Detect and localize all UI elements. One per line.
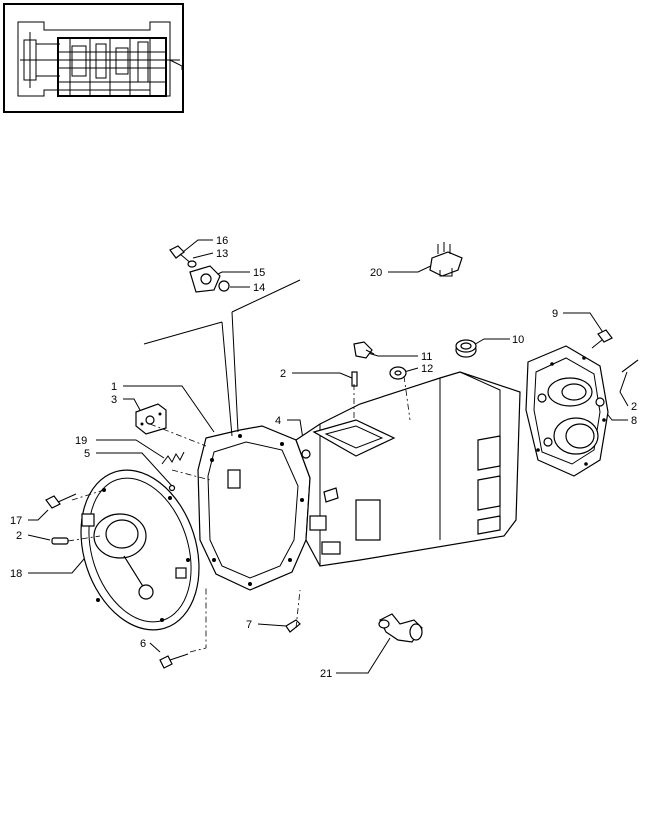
sensor-15 [189,265,230,293]
callout-11: 11 [421,351,432,363]
callout-2-right: 2 [631,401,637,413]
pin-7 [285,619,301,633]
transmission-overview-sketch [17,21,183,97]
ball-5 [168,484,176,492]
spring-19 [161,451,185,465]
rear-cover-8 [525,345,609,477]
callout-21: 21 [320,668,332,680]
callout-13: 13 [216,248,228,260]
callout-9: 9 [552,308,558,320]
callout-4: 4 [275,415,281,427]
callout-2-upper: 2 [280,368,286,380]
callout-19: 19 [75,435,87,447]
callout-18: 18 [10,568,22,580]
front-cover-18 [80,469,200,631]
bushing-10 [455,339,477,358]
callout-2-left: 2 [16,530,22,542]
dowel-2-left [51,537,69,545]
callout-3: 3 [111,394,117,406]
pressure-switch-20 [429,242,463,277]
callout-1: 1 [111,381,117,393]
plate-3 [135,403,167,435]
alignment-lines [67,279,411,653]
callout-5: 5 [84,448,90,460]
callout-labels: 16 13 15 14 20 9 10 11 12 2 2 8 1 3 4 19… [10,235,637,680]
callout-7: 7 [246,619,252,631]
breather-11 [353,341,407,380]
callout-14: 14 [253,282,265,294]
bolt-6 [159,653,189,669]
dowel-2-upper [351,371,358,387]
bolt-16 [169,245,197,268]
callout-16: 16 [216,235,228,247]
locator-thumbnail [3,3,184,113]
callout-15: 15 [253,267,265,279]
callout-20: 20 [370,267,382,279]
transmission-housing-1 [197,371,521,591]
elbow-fitting-21 [378,613,423,643]
leader-lines [27,239,629,674]
callout-10: 10 [512,334,524,346]
callout-12: 12 [421,363,433,375]
bolt-17 [45,493,77,509]
pin-2-right [621,359,639,373]
bolt-9 [591,329,613,349]
callout-8: 8 [631,415,637,427]
callout-17: 17 [10,515,22,527]
callout-6: 6 [140,638,146,650]
